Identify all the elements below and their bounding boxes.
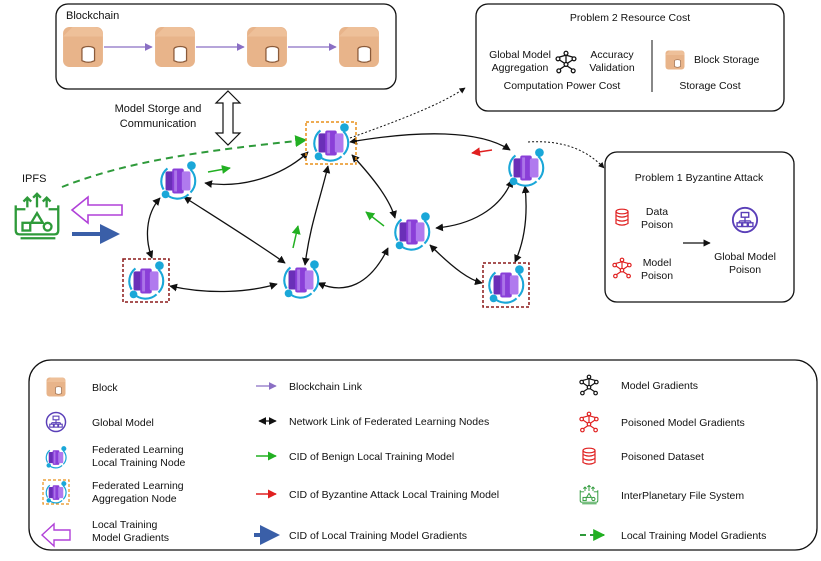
problem2-panel: Problem 2 Resource Cost Global Model Agg… bbox=[475, 3, 785, 112]
cid-benign-arrow bbox=[365, 211, 385, 227]
problem1-title: Problem 1 Byzantine Attack bbox=[635, 172, 764, 184]
legend-poisoned-gradients-label: Poisoned Model Gradients bbox=[621, 417, 745, 429]
byzantine-node-frame bbox=[122, 258, 170, 303]
global-poison-label-2: Poison bbox=[729, 264, 761, 276]
legend-agg-node-label-1: Federated Learning bbox=[92, 480, 184, 492]
ipfs-label: IPFS bbox=[22, 173, 46, 185]
byzantine-node bbox=[488, 264, 525, 304]
aggregation-node bbox=[313, 122, 350, 162]
cid-benign-arrow bbox=[291, 225, 301, 249]
legend-local-grad-label-2: Model Gradients bbox=[92, 532, 169, 544]
block-storage-icon bbox=[665, 50, 685, 70]
legend-local-gradients-arrow-icon bbox=[40, 522, 71, 548]
legend-network-link-label: Network Link of Federated Learning Nodes bbox=[289, 416, 489, 428]
to-problem1-link bbox=[527, 141, 605, 169]
local-gradients-dashed-link bbox=[61, 135, 308, 188]
legend-panel: Block Global Model Federated Learning Lo… bbox=[28, 359, 818, 551]
cid-benign-arrow bbox=[207, 165, 231, 174]
byzantine-node-frame bbox=[482, 262, 530, 308]
legend-cid-gradients-label: CID of Local Training Model Gradients bbox=[289, 530, 467, 542]
storage-label-line1: Model Storge and bbox=[115, 103, 202, 115]
block-icon bbox=[246, 26, 288, 68]
legend-local-grad-label-1: Local Training bbox=[92, 519, 158, 531]
local-training-node bbox=[394, 211, 431, 251]
problem1-panel: Problem 1 Byzantine Attack Data Poison M… bbox=[604, 151, 795, 303]
model-poison-label-1: Model bbox=[643, 257, 672, 269]
local-training-node bbox=[283, 259, 320, 299]
legend-block-icon bbox=[46, 377, 66, 397]
global-poison-label-1: Global Model bbox=[714, 251, 776, 263]
block-icon bbox=[62, 26, 104, 68]
legend-block-label: Block bbox=[92, 382, 118, 394]
problem2-title: Problem 2 Resource Cost bbox=[570, 12, 690, 24]
local-training-node bbox=[508, 147, 545, 187]
local-training-node bbox=[160, 160, 197, 200]
ipfs-group: IPFS bbox=[14, 173, 123, 244]
ipfs-icon bbox=[14, 192, 60, 240]
block-storage-label: Block Storage bbox=[694, 54, 760, 66]
block-icon bbox=[154, 26, 196, 68]
data-poison-label-2: Poison bbox=[641, 219, 673, 231]
storage-cost-label: Storage Cost bbox=[679, 80, 740, 92]
legend-local-node-label-2: Local Training Node bbox=[92, 457, 186, 469]
block-icon bbox=[338, 26, 380, 68]
storage-label-line2: Communication bbox=[120, 118, 196, 130]
legend-agg-node-label-2: Aggregation Node bbox=[92, 493, 177, 505]
blockchain-panel: Blockchain bbox=[55, 3, 397, 90]
storage-communication-arrow: Model Storge and Communication bbox=[115, 90, 242, 146]
computation-cost-label: Computation Power Cost bbox=[504, 80, 621, 92]
aggregation-node-frame bbox=[305, 121, 357, 165]
legend-cid-benign-label: CID of Benign Local Training Model bbox=[289, 451, 454, 463]
legend-cid-byzantine-label: CID of Byzantine Attack Local Training M… bbox=[289, 489, 499, 501]
legend-global-model-label: Global Model bbox=[92, 417, 154, 429]
legend-blockchain-link-label: Blockchain Link bbox=[289, 381, 363, 393]
legend-ipfs-label: InterPlanetary File System bbox=[621, 490, 744, 502]
legend-model-gradients-label: Model Gradients bbox=[621, 380, 698, 392]
aggregation-label-2: Aggregation bbox=[492, 62, 549, 74]
aggregation-label-1: Global Model bbox=[489, 49, 551, 61]
to-problem2-link bbox=[349, 87, 466, 139]
accuracy-label-2: Validation bbox=[589, 62, 634, 74]
network-links bbox=[145, 133, 530, 293]
legend-dashed-gradients-label: Local Training Model Gradients bbox=[621, 530, 766, 542]
accuracy-label-1: Accuracy bbox=[590, 49, 634, 61]
cid-byzantine-arrow bbox=[471, 147, 493, 157]
model-poison-label-2: Poison bbox=[641, 270, 673, 282]
legend-local-node-label-1: Federated Learning bbox=[92, 444, 184, 456]
data-poison-label-1: Data bbox=[646, 206, 668, 218]
byzantine-node bbox=[128, 260, 165, 300]
blockchain-title: Blockchain bbox=[66, 10, 119, 22]
local-gradients-arrow bbox=[70, 195, 123, 225]
legend-poisoned-dataset-label: Poisoned Dataset bbox=[621, 451, 704, 463]
